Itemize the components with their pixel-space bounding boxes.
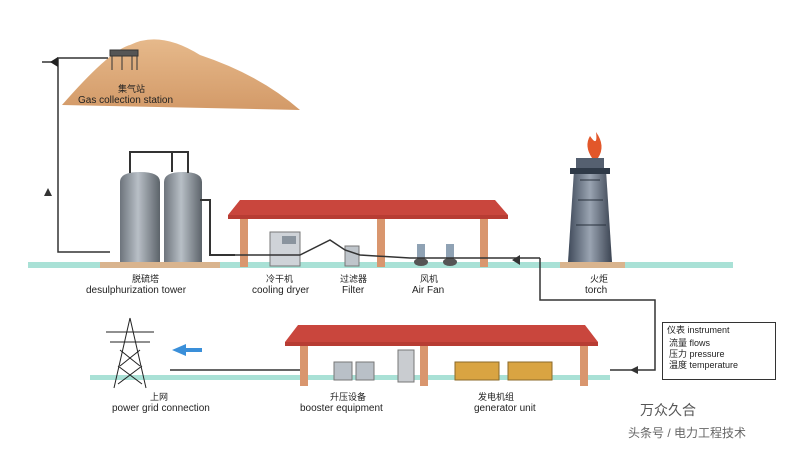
power-grid-tower — [106, 317, 154, 389]
instrument-pressure: 压力 pressure — [669, 349, 725, 359]
generator-label-en: generator unit — [474, 403, 536, 414]
pipe-arrow-icon — [512, 255, 520, 265]
gas-station-label-en: Gas collection station — [78, 95, 174, 106]
grid-label-en: power grid connection — [112, 403, 210, 414]
booster-label-zh: 升压设备 — [330, 392, 367, 402]
cooling-label-zh: 冷干机 — [266, 274, 294, 284]
booster-label-en: booster equipment — [300, 403, 383, 414]
instrument-title: 仪表 instrument — [667, 325, 730, 335]
filter-label-zh: 过滤器 — [340, 274, 368, 284]
instrument-flows: 流量 flows — [669, 338, 711, 348]
watermark-source: 头条号 / 电力工程技术 — [628, 426, 747, 440]
gas-pipe-right — [539, 258, 656, 371]
gas-station-structure — [109, 49, 139, 70]
cooling-label-en: cooling dryer — [252, 285, 310, 296]
fan-label-en: Air Fan — [412, 285, 445, 296]
torch-base — [560, 262, 625, 268]
desulph-label-en: desulphurization tower — [86, 285, 187, 296]
grid-flow-arrow-icon — [172, 344, 202, 356]
grid-label-zh: 上网 — [150, 392, 169, 402]
booster-equipment — [333, 349, 415, 383]
torch-stack — [568, 132, 612, 262]
filter-unit — [344, 245, 360, 267]
filter-label-en: Filter — [342, 285, 365, 296]
pipe-arrow-icon — [630, 366, 638, 374]
instrument-temperature: 温度 temperature — [669, 360, 739, 370]
air-fans — [414, 244, 457, 266]
torch-label-zh: 火炬 — [590, 274, 609, 284]
tower-base — [100, 262, 220, 268]
generator-units — [454, 361, 553, 381]
watermark-name: 万众久合 — [640, 402, 696, 418]
desulph-label-zh: 脱硫塔 — [132, 274, 160, 284]
gas-station-label-zh: 集气站 — [118, 84, 146, 94]
desulphurization-towers — [120, 151, 235, 262]
instrument-panel: 仪表 instrument 流量 flows 压力 pressure 温度 te… — [662, 322, 776, 380]
torch-label-en: torch — [585, 285, 608, 296]
fan-label-zh: 风机 — [420, 274, 439, 284]
outflow-arrow-icon — [50, 57, 58, 67]
pipe-arrow-icon — [44, 188, 52, 196]
generator-label-zh: 发电机组 — [478, 392, 515, 402]
upper-building — [228, 200, 508, 267]
lower-building — [285, 325, 598, 386]
torch-flame — [587, 132, 602, 158]
gas-main-pipe — [235, 239, 540, 259]
